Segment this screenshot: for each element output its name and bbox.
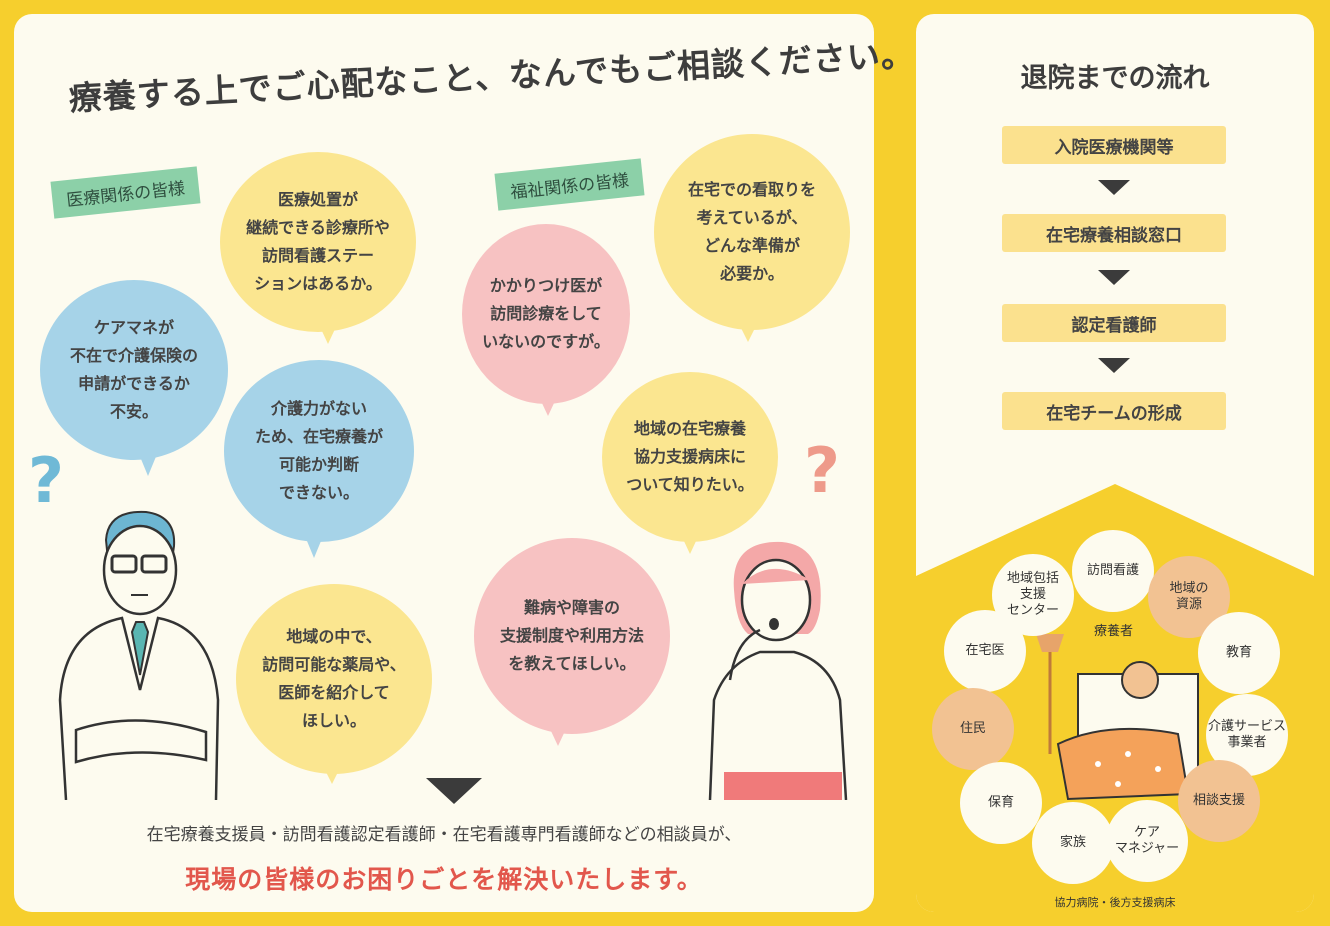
network-node: 訪問看護	[1072, 530, 1154, 612]
speech-bubble: 地域の在宅療養 協力支援病床に ついて知りたい。	[602, 372, 778, 542]
footnote: 協力病院・後方支援病床	[1054, 896, 1176, 909]
bubble-text: 介護力がない ため、在宅療養が 可能か判断 できない。	[254, 399, 383, 502]
down-arrow-icon	[1098, 358, 1130, 373]
bubble-tail	[676, 524, 704, 554]
bubble-text: 地域の在宅療養 協力支援病床に ついて知りたい。	[626, 419, 754, 494]
network-node: 保育	[960, 762, 1042, 844]
network-node: 相談支援	[1178, 760, 1260, 842]
down-arrow-icon	[1098, 270, 1130, 285]
flow-step: 在宅チームの形成	[1002, 392, 1226, 430]
node-label: 地域の 資源	[1169, 580, 1209, 612]
solution-message: 現場の皆様のお困りごとを解決いたします。	[185, 865, 703, 894]
speech-bubble: 難病や障害の 支援制度や利用方法 を教えてほしい。	[474, 538, 670, 734]
doctor-illustration-icon	[58, 510, 220, 800]
node-label: 教育	[1225, 644, 1252, 660]
bubble-tail	[544, 716, 572, 746]
headline: 療養する上でご心配なこと、なんでもご相談ください。	[67, 34, 916, 119]
patient-in-bed-icon	[1036, 634, 1199, 801]
speech-bubble: 医療処置が 継続できる診療所や 訪問看護ステー ションはあるか。	[220, 152, 416, 332]
node-label: 相談支援	[1192, 792, 1245, 808]
network-node: 家族	[1032, 802, 1114, 884]
tag-medical: 医療関係の皆様	[50, 166, 201, 219]
network-node: 介護サービス 事業者	[1206, 694, 1288, 776]
node-label: 在宅医	[965, 642, 1005, 658]
patient-label: 療養者	[1094, 624, 1134, 639]
bubble-text: 在宅での看取りを 考えているが、 どんな準備が 必要か。	[687, 180, 816, 283]
bubble-tail	[318, 756, 346, 784]
node-label: 介護サービス 事業者	[1207, 718, 1286, 750]
node-label: 保育	[987, 794, 1014, 810]
speech-bubble: 介護力がない ため、在宅療養が 可能か判断 できない。	[224, 360, 414, 542]
speech-bubble: かかりつけ医が 訪問診療をして いないのですが。	[462, 224, 630, 404]
bubble-text: 難病や障害の 支援制度や利用方法 を教えてほしい。	[499, 598, 644, 673]
bubble-text: かかりつけ医が 訪問診療をして いないのですが。	[482, 276, 610, 351]
node-label: 訪問看護	[1086, 562, 1139, 578]
flow-step: 入院医療機関等	[1002, 126, 1226, 164]
down-arrow-icon	[426, 778, 482, 804]
node-label: 住民	[959, 720, 986, 736]
network-node: 教育	[1198, 612, 1280, 694]
bubble-tail	[734, 314, 762, 342]
node-label: ケア マネジャー	[1114, 824, 1180, 856]
speech-bubble: ケアマネが 不在で介護保険の 申請ができるか 不安。	[40, 280, 228, 460]
node-label: 地域包括 支援 センター	[1006, 570, 1059, 619]
woman-illustration-icon	[708, 541, 848, 800]
left-panel: 療養する上でご心配なこと、なんでもご相談ください。 医療関係の皆様 福祉関係の皆…	[14, 14, 916, 912]
speech-bubble: 地域の中で、 訪問可能な薬局や、 医師を紹介して ほしい。	[236, 584, 432, 774]
flow-step: 在宅療養相談窓口	[1002, 214, 1226, 252]
down-arrow-icon	[1098, 180, 1130, 195]
network-node: ケア マネジャー	[1106, 800, 1188, 882]
network-node: 住民	[932, 688, 1014, 770]
question-mark-icon: ?	[804, 434, 840, 507]
bubble-tail	[300, 524, 328, 558]
speech-bubble: 在宅での看取りを 考えているが、 どんな準備が 必要か。	[654, 134, 850, 330]
bubble-text: ケアマネが 不在で介護保険の 申請ができるか 不安。	[69, 318, 198, 421]
bubble-tail	[534, 386, 562, 416]
bubble-tail	[314, 314, 342, 344]
node-label: 家族	[1059, 834, 1086, 850]
bubble-text: 医療処置が 継続できる診療所や 訪問看護ステー ションはあるか。	[246, 190, 390, 293]
bubble-text: 地域の中で、 訪問可能な薬局や、 医師を紹介して ほしい。	[262, 627, 406, 730]
tag-welfare: 福祉関係の皆様	[494, 158, 645, 211]
network-node: 在宅医	[944, 610, 1026, 692]
flow-step: 認定看護師	[1002, 304, 1226, 342]
flow-title: 退院までの流れ	[1020, 63, 1210, 94]
question-mark-icon: ?	[28, 444, 64, 517]
bubble-tail	[134, 442, 162, 476]
right-panel: 退院までの流れ 入院医療機関等 在宅療養相談窓口 認定看護師 在宅チームの形成 …	[916, 14, 1314, 912]
consultant-description: 在宅療養支援員・訪問看護認定看護師・在宅看護専門看護師などの相談員が、	[146, 825, 742, 845]
